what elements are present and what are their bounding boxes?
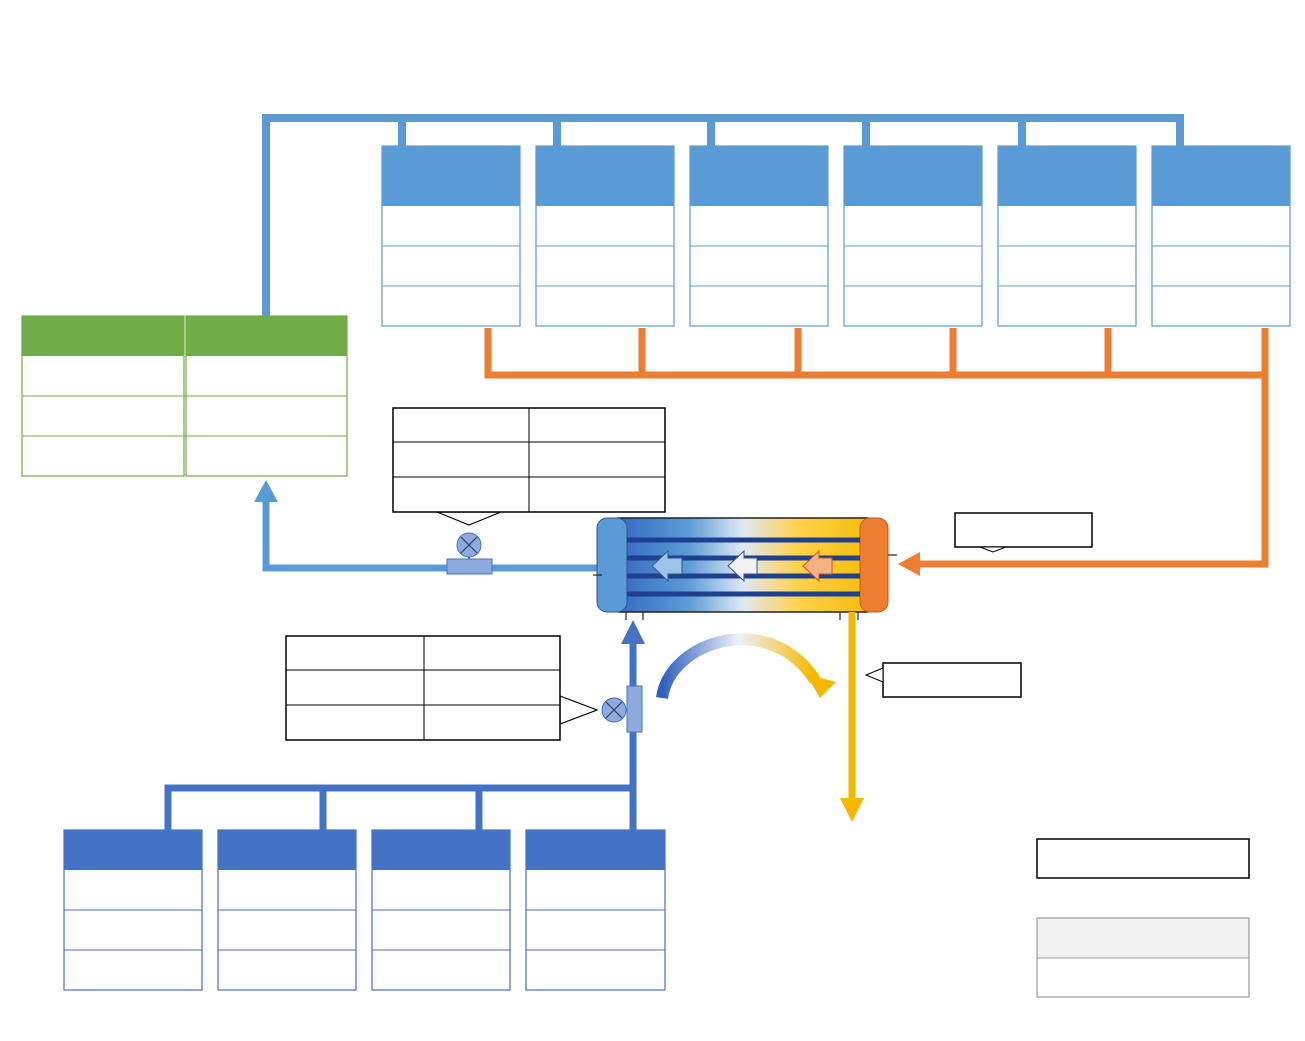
heat-transfer-arrow-icon	[806, 674, 836, 698]
sink-supply-pipe	[262, 114, 1184, 318]
sink-table	[843, 145, 983, 327]
legend-box	[1036, 838, 1250, 879]
legend-table	[1036, 917, 1250, 998]
sink-table	[997, 145, 1137, 327]
hot-inlet-label-box	[954, 512, 1093, 553]
feed-arrow-icon	[621, 620, 645, 644]
source-table	[63, 829, 203, 991]
hot-inlet-arrow-icon	[898, 552, 920, 576]
heat-exchanger	[593, 517, 897, 620]
arrow-icon	[727, 549, 758, 583]
source-table	[217, 829, 357, 991]
source-table	[371, 829, 511, 991]
output-arrow-icon	[254, 480, 278, 502]
product-outlet-arrow-icon	[840, 798, 864, 822]
arrow-icon	[651, 549, 683, 583]
sink-table	[689, 145, 829, 327]
valve-icon[interactable]	[601, 685, 643, 733]
outlet-label-box	[864, 662, 1022, 698]
source-supply-pipe	[164, 638, 637, 830]
heat-transfer-arc	[656, 633, 821, 700]
source-table	[525, 829, 666, 991]
sink-table	[535, 145, 675, 327]
valve-callout-lower	[285, 635, 599, 741]
sink-table	[1151, 145, 1291, 327]
sink-table	[381, 145, 521, 327]
output-table	[21, 315, 348, 477]
hot-return-pipe	[484, 328, 1269, 568]
valve-callout-upper	[392, 407, 666, 526]
arrow-icon	[802, 549, 833, 583]
valve-icon[interactable]	[446, 532, 493, 575]
